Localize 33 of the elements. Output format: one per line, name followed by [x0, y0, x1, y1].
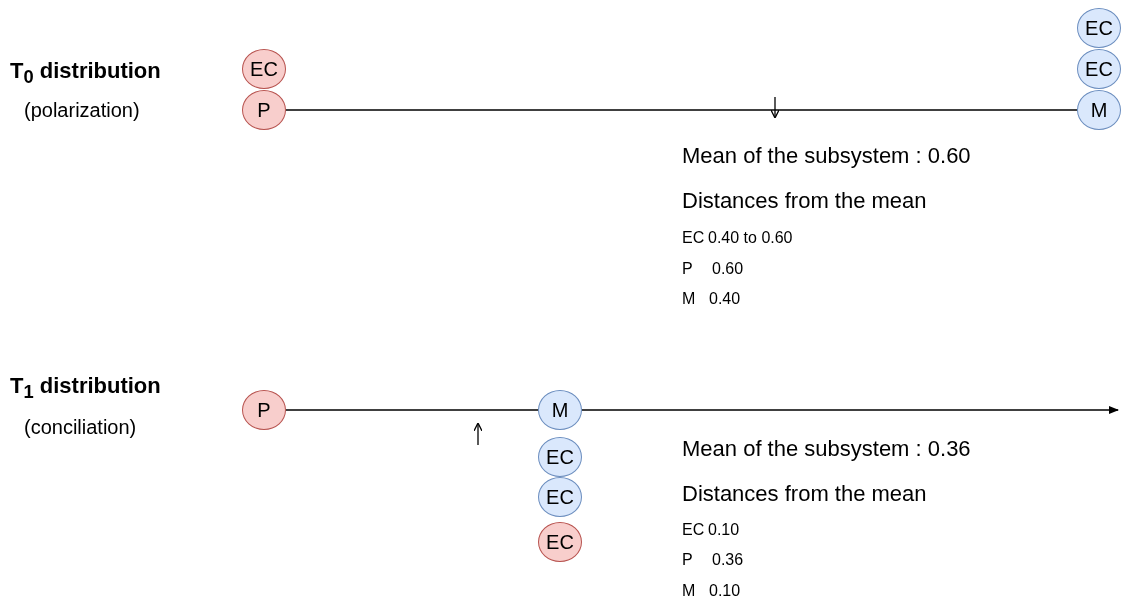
- agent-circle: EC: [1077, 8, 1121, 48]
- number-line: [285, 109, 1078, 111]
- row-label: P: [682, 551, 693, 570]
- agent-circle: EC: [538, 522, 582, 562]
- distance-value: 0.10: [709, 582, 741, 601]
- agent-circle: EC: [538, 437, 582, 477]
- agent-circle: P: [242, 390, 286, 430]
- agent-circle: EC: [242, 49, 286, 89]
- row-label: M: [682, 290, 696, 309]
- row-label: P: [682, 260, 693, 279]
- arrow: [581, 406, 1119, 414]
- mean-text: Mean of the subsystem : 0.60: [682, 143, 971, 169]
- distances-heading: Distances from the mean: [682, 481, 927, 507]
- row-label: EC: [682, 521, 705, 540]
- row-label: M: [682, 582, 696, 601]
- distances-heading: Distances from the mean: [682, 188, 927, 214]
- agent-circle: EC: [538, 477, 582, 517]
- distance-value: 0.40: [709, 290, 741, 309]
- number-line: [285, 409, 539, 411]
- row-heading: T$_{0}$ distribution: [10, 58, 161, 88]
- distance-value: 0.40 to 0.60: [708, 229, 793, 248]
- distance-value: 0.60: [712, 260, 744, 279]
- row-subtitle: (polarization): [24, 99, 140, 122]
- agent-circle: M: [1077, 90, 1121, 130]
- row-subtitle: (conciliation): [24, 416, 137, 439]
- agent-circle: P: [242, 90, 286, 130]
- distance-value: 0.10: [708, 521, 740, 540]
- row-label: EC: [682, 229, 705, 248]
- agent-circle: M: [538, 390, 582, 430]
- agent-circle: EC: [1077, 49, 1121, 89]
- row-heading: T$_{1}$ distribution: [10, 373, 161, 403]
- mean-text: Mean of the subsystem : 0.36: [682, 436, 971, 462]
- distance-value: 0.36: [712, 551, 744, 570]
